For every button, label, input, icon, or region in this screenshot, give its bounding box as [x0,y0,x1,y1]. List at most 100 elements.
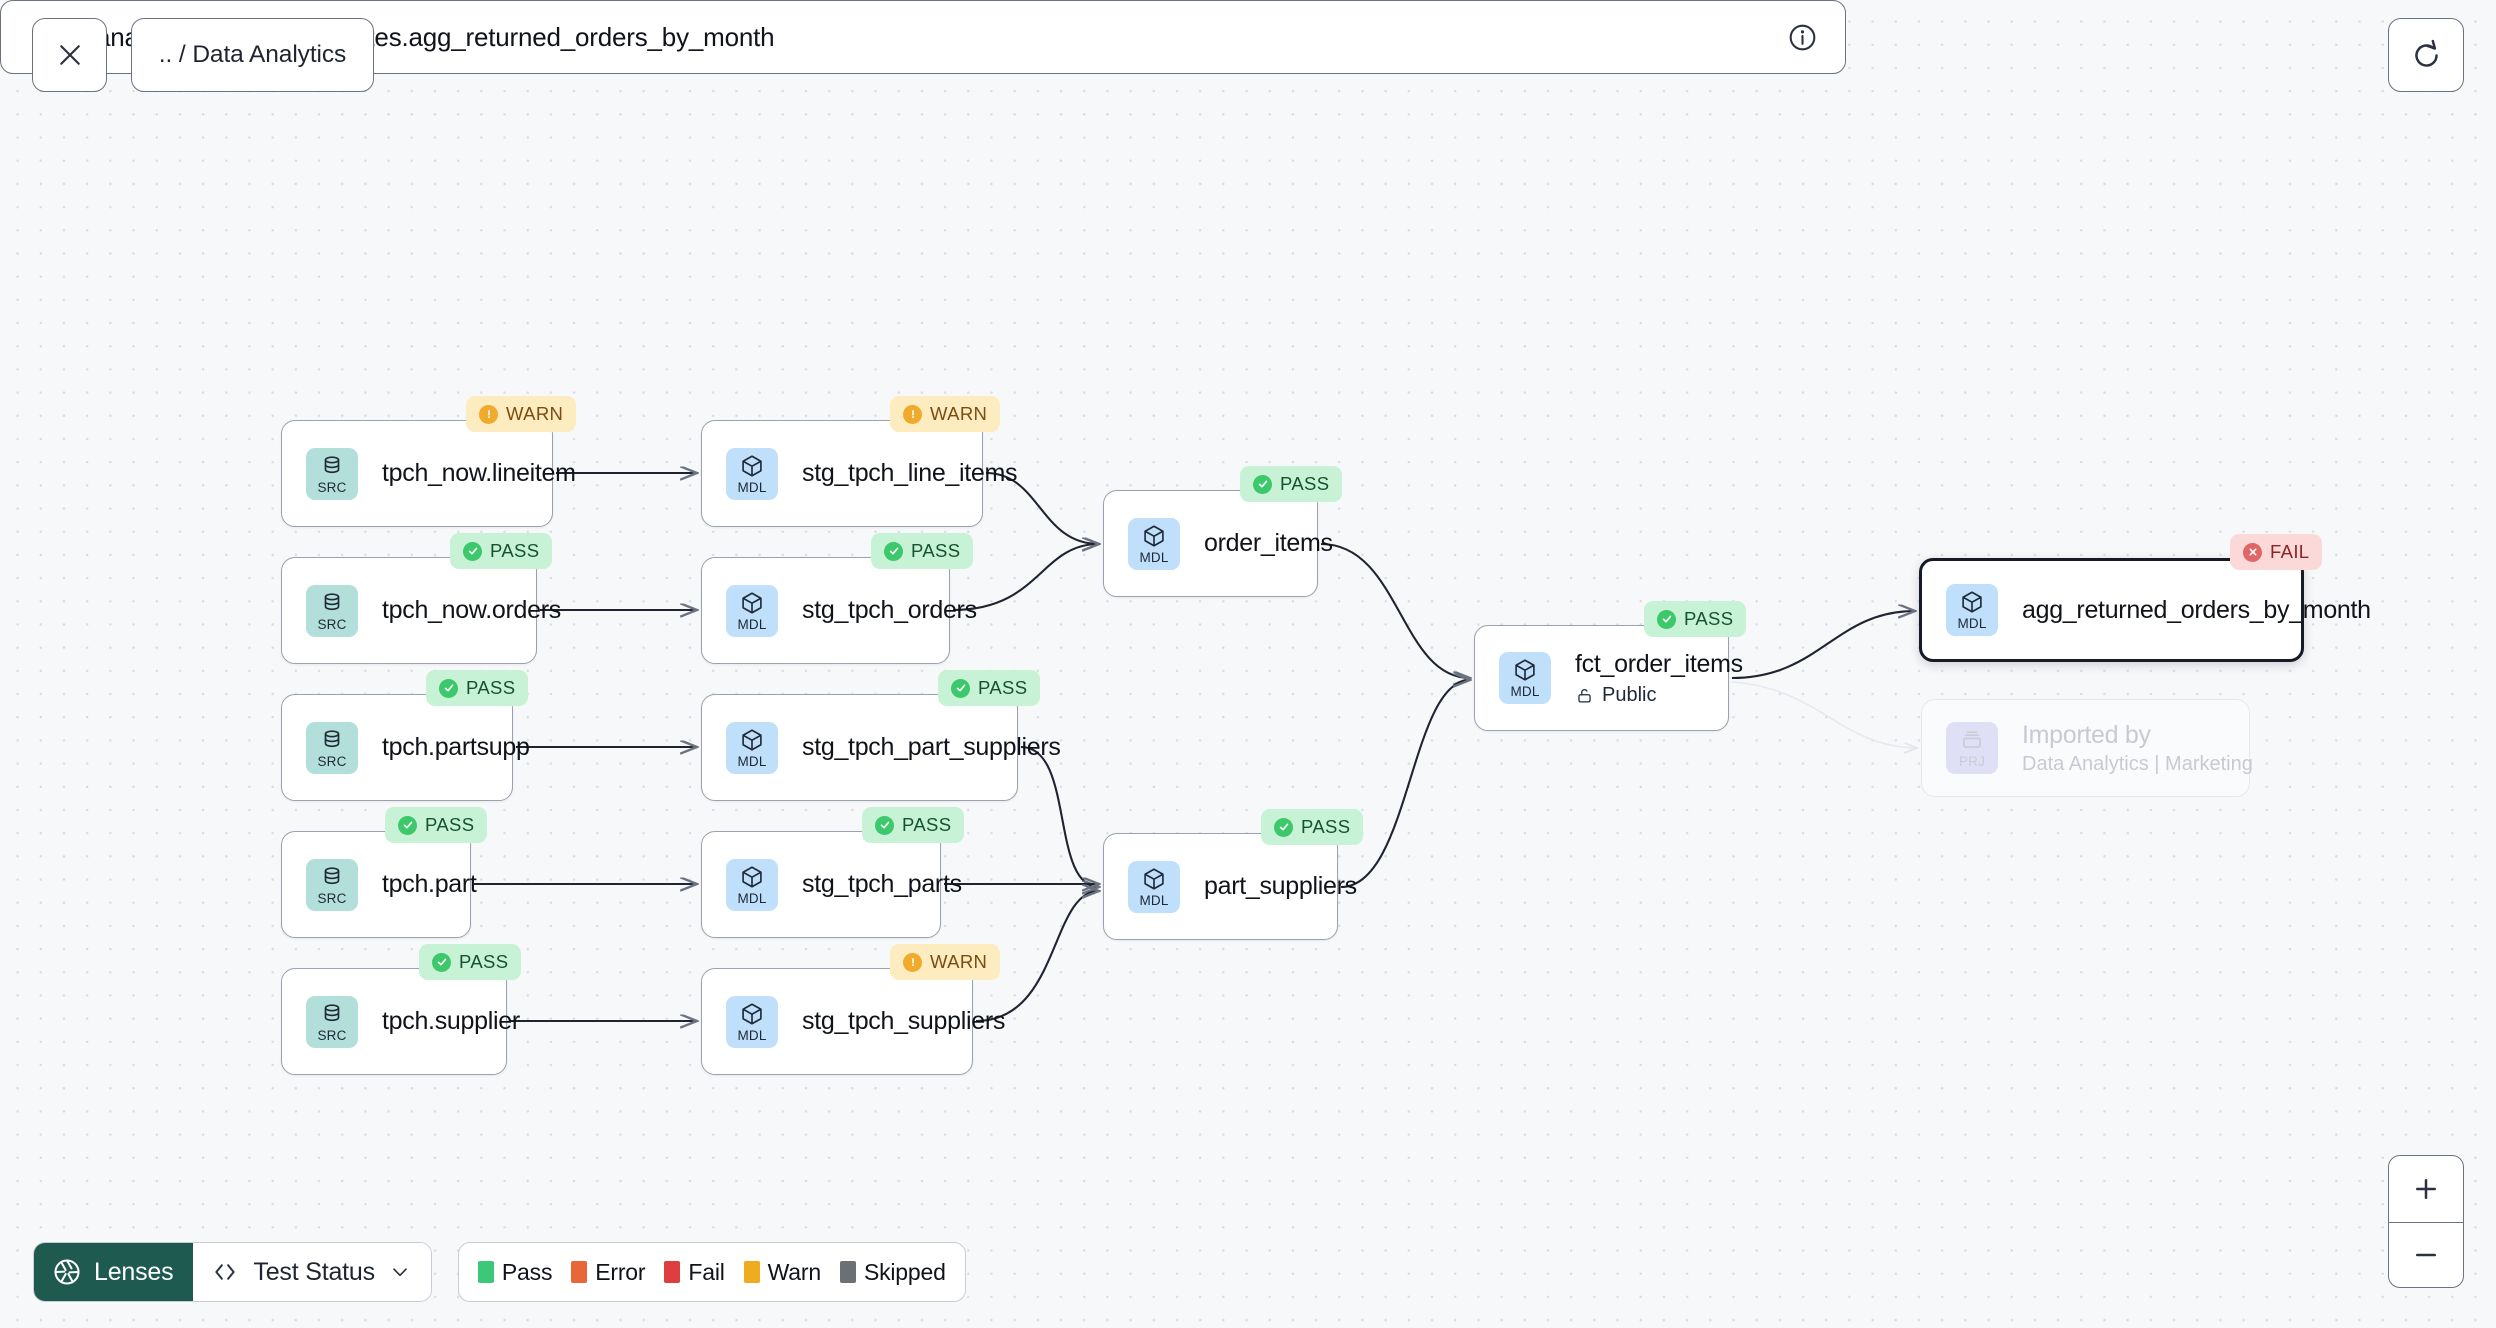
status-badge-icon [1657,609,1676,629]
legend-label: Warn [767,1258,822,1285]
status-badge-label: PASS [978,677,1028,698]
lenses-control-group: Lenses Test Status [33,1242,432,1302]
node-type-label: MDL [737,753,767,769]
refresh-button[interactable] [2388,18,2464,92]
legend-item-skipped[interactable]: Skipped [839,1258,946,1286]
node-type-label: MDL [1139,549,1169,565]
test-status-label: Test Status [253,1257,375,1286]
node-title: part_suppliers [1204,872,1357,900]
bottom-toolbar: Lenses Test Status Pass Error Fail Warn Skip… [33,1242,966,1302]
legend-label: Error [595,1258,646,1285]
node-text-block: tpch.part [382,870,477,899]
database-icon [324,867,340,884]
status-badge-label: PASS [459,951,509,972]
legend-item-error[interactable]: Error [571,1258,646,1286]
status-badge-label: WARN [506,403,564,424]
zoom-in-button[interactable] [2389,1156,2463,1222]
legend-label: Skipped [863,1258,946,1285]
legend-swatch-icon [664,1261,681,1283]
status-badge-part_suppliers[interactable]: PASS [1261,809,1364,845]
node-type-label: MDL [737,616,767,632]
close-button[interactable] [32,18,107,92]
exclamation-icon [911,957,914,967]
top-toolbar: .. / Data Analytics +analytics.marts.agg… [0,0,2496,112]
edge-stg_part_sup-to-part_suppliers [1020,745,1099,887]
node-title: tpch_now.lineitem [382,459,576,487]
node-title: agg_returned_orders_by_month [2022,595,2371,624]
cube-icon [742,1003,762,1025]
minus-icon [2416,1253,2436,1257]
status-badge-stg_part_sup[interactable]: PASS [938,670,1041,706]
status-badge-icon [2243,542,2262,562]
status-badge-src_partsupp[interactable]: PASS [426,670,529,706]
lineage-node-stg_part_sup[interactable]: MDL stg_tpch_part_suppliers [701,694,1061,801]
status-badge-stg_suppliers[interactable]: WARN [890,944,1001,980]
legend-label: Pass [501,1258,553,1285]
status-badge-stg_orders[interactable]: PASS [871,533,974,569]
cube-icon [1515,659,1535,681]
status-badge-src_orders[interactable]: PASS [450,533,553,569]
node-title: tpch.part [382,870,477,898]
breadcrumb[interactable]: .. / Data Analytics [131,18,374,92]
legend-item-fail[interactable]: Fail [664,1259,725,1286]
node-type-chip-mdl: MDL [726,858,778,911]
legend-swatch-icon [571,1261,588,1283]
breadcrumb-label: .. / Data Analytics [158,41,347,68]
check-icon [437,958,446,966]
status-badge-label: PASS [466,677,516,698]
node-type-chip-src: SRC [306,721,358,774]
test-status-dropdown[interactable]: Test Status [193,1243,431,1301]
lineage-node-src_part[interactable]: SRC tpch.part [281,831,477,938]
legend-item-pass[interactable]: Pass [477,1258,553,1286]
info-circle-icon[interactable] [1786,21,1819,54]
status-badge-stg_line_items[interactable]: WARN [890,396,1001,432]
node-type-chip-mdl: MDL [726,721,778,774]
exclamation-icon [911,409,914,419]
legend-item-warn[interactable]: Warn [743,1258,822,1286]
status-badge-src_lineitem[interactable]: WARN [466,396,577,432]
node-title: Imported by [2022,720,2151,749]
node-type-chip-mdl: MDL [726,447,778,500]
lineage-node-src_supplier[interactable]: SRC tpch.supplier [281,968,520,1075]
check-icon [889,547,898,555]
node-type-chip-src: SRC [306,858,358,911]
status-badge-src_part[interactable]: PASS [385,807,488,843]
status-badge-order_items[interactable]: PASS [1240,466,1343,502]
node-type-chip-prj: PRJ [1946,722,1998,774]
node-text-block: fct_order_items Public [1575,650,1743,707]
node-title: stg_tpch_part_suppliers [802,733,1061,761]
cube-icon [1962,591,1982,613]
node-type-label: SRC [317,1027,347,1043]
status-badge-agg_returned[interactable]: FAIL [2230,534,2323,570]
node-type-chip-mdl: MDL [726,584,778,637]
archive-icon [1963,731,1981,749]
node-type-chip-src: SRC [306,995,358,1048]
aperture-icon [54,1259,80,1285]
status-badge-src_supplier[interactable]: PASS [419,944,522,980]
node-text-block: tpch.supplier [382,1007,520,1036]
status-badge-label: PASS [1301,816,1351,837]
status-badge-fct_order_items[interactable]: PASS [1644,601,1747,637]
status-badge-stg_parts[interactable]: PASS [862,807,965,843]
cube-icon [742,592,762,614]
node-text-block: stg_tpch_suppliers [802,1007,1005,1036]
unlock-icon [1578,688,1591,702]
edge-fct_order_items-to-agg_returned [1731,611,1915,680]
zoom-out-button[interactable] [2389,1222,2463,1287]
lenses-button[interactable]: Lenses [34,1243,194,1301]
cross-icon [2249,548,2256,556]
